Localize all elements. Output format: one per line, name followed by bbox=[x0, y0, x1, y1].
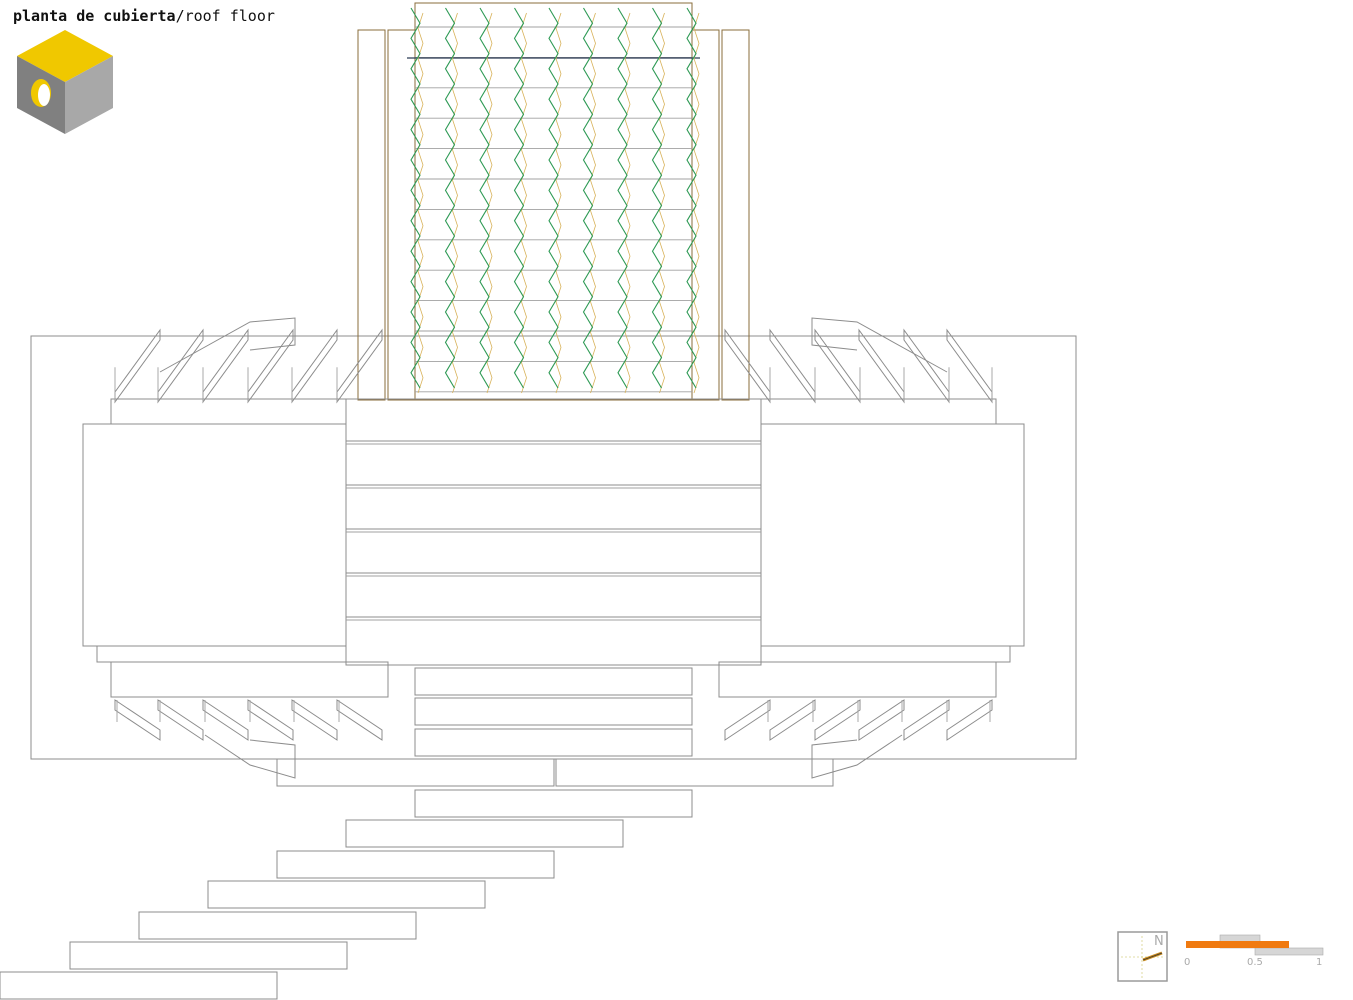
louver-fin bbox=[291, 328, 338, 404]
louver-fin bbox=[946, 328, 993, 404]
grid-column bbox=[444, 7, 456, 389]
scale-label-1: 1 bbox=[1316, 957, 1322, 968]
grid-column bbox=[479, 7, 490, 389]
grid-column bbox=[513, 7, 525, 389]
title-spanish: planta de cubierta bbox=[13, 7, 176, 25]
logo-cube-right bbox=[65, 56, 113, 134]
grid-column bbox=[548, 7, 559, 389]
central-slabs bbox=[345, 398, 762, 666]
louver-fin bbox=[336, 328, 383, 404]
grid-column bbox=[410, 7, 421, 389]
grid-column bbox=[686, 7, 697, 389]
scale-bar-fill bbox=[1186, 941, 1289, 948]
cascading-slabs bbox=[0, 667, 834, 1000]
drawing-title: planta de cubierta/roof floor bbox=[13, 7, 275, 25]
scale-label-half: 0.5 bbox=[1247, 957, 1263, 968]
louver-fin bbox=[814, 328, 861, 404]
louver-fin bbox=[724, 328, 771, 404]
north-arrow-icon: N bbox=[1117, 931, 1168, 982]
grid-column bbox=[582, 7, 594, 389]
fin-top-edge bbox=[159, 317, 296, 373]
fin-bottom-edge bbox=[204, 734, 296, 779]
louver-fin bbox=[903, 328, 950, 404]
title-separator: / bbox=[175, 7, 185, 25]
louver-fin bbox=[247, 328, 294, 404]
north-letter: N bbox=[1154, 934, 1164, 949]
yellow-top-cube-icon bbox=[17, 30, 113, 134]
louver-fin bbox=[724, 699, 771, 741]
louver-fin bbox=[157, 699, 204, 741]
louver-fin bbox=[769, 699, 816, 741]
fin-bottom-edge bbox=[811, 734, 903, 779]
grid-column bbox=[617, 7, 628, 389]
louver-fin bbox=[114, 328, 161, 404]
title-english: roof floor bbox=[184, 7, 275, 25]
louver-fin bbox=[291, 699, 338, 741]
louver-fin bbox=[903, 699, 950, 741]
louver-fin bbox=[946, 699, 993, 741]
louver-fin bbox=[769, 328, 816, 404]
louver-fin bbox=[858, 699, 905, 741]
louver-fin bbox=[858, 328, 905, 404]
louver-fin bbox=[336, 699, 383, 741]
louver-fins bbox=[114, 317, 993, 779]
louver-fin bbox=[157, 328, 204, 404]
louver-fin bbox=[247, 699, 294, 741]
scale-bar: 0 0.5 1 bbox=[1184, 934, 1324, 968]
louver-fin bbox=[202, 699, 249, 741]
fin-top-edge bbox=[811, 317, 948, 373]
scale-label-0: 0 bbox=[1184, 957, 1190, 968]
grid-column bbox=[651, 7, 663, 389]
louver-fin bbox=[814, 699, 861, 741]
louver-fin bbox=[202, 328, 249, 404]
tower-facade-grid bbox=[407, 7, 700, 394]
louver-fin bbox=[114, 699, 161, 741]
